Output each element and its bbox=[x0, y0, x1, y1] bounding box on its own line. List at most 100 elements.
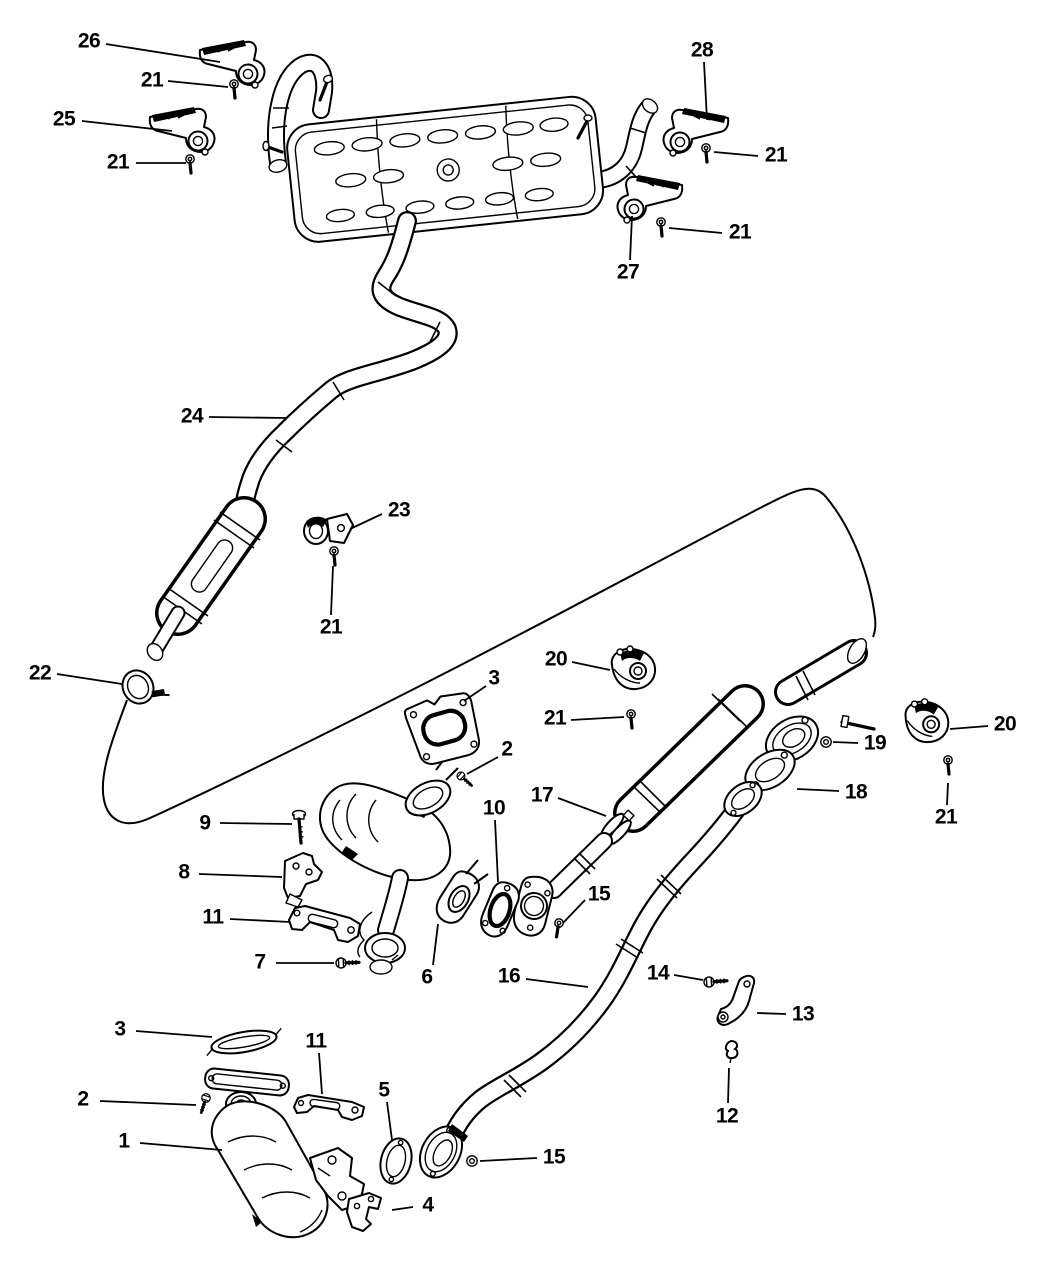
manifold-gasket-3-upper bbox=[403, 692, 481, 765]
callout-leader-21-14 bbox=[570, 716, 625, 721]
callout-leader-8-23 bbox=[198, 873, 283, 878]
exhaust-clamp bbox=[121, 669, 170, 705]
callout-leader-21-18 bbox=[946, 782, 949, 806]
leader-lines-layer bbox=[56, 43, 989, 1211]
callout-leader-27-7 bbox=[629, 215, 633, 261]
callout-leader-13-30 bbox=[756, 1012, 787, 1015]
callout-label-21-1: 21 bbox=[140, 68, 164, 92]
callout-label-21-3: 21 bbox=[106, 150, 130, 174]
callout-leader-21-5 bbox=[713, 151, 759, 157]
callout-label-1-36: 1 bbox=[118, 1129, 130, 1153]
callout-leader-3-13 bbox=[463, 685, 487, 702]
callout-label-19-16: 19 bbox=[863, 731, 887, 755]
hanger-screw-icon bbox=[625, 708, 637, 730]
section-divider-curve bbox=[101, 487, 877, 825]
callout-leader-16-28 bbox=[525, 978, 589, 988]
callout-leader-3-32 bbox=[135, 1030, 213, 1038]
pipe-hanger-bracket bbox=[303, 513, 354, 545]
callout-leader-21-6 bbox=[668, 227, 723, 234]
support-bracket-13 bbox=[716, 974, 756, 1026]
callout-leader-22-11 bbox=[56, 673, 123, 685]
callout-leader-5-35 bbox=[386, 1101, 393, 1141]
muffler-right-tailpipe bbox=[589, 98, 659, 189]
hanger-screw-icon bbox=[942, 754, 954, 776]
mounting-bolt-9 bbox=[291, 809, 307, 845]
manifold-catalytic-converter bbox=[318, 757, 489, 975]
v-band-clamp bbox=[600, 809, 635, 846]
flange-nut-icon bbox=[466, 1155, 478, 1167]
gasket-3-lower bbox=[206, 1027, 282, 1057]
callout-label-16-28: 16 bbox=[497, 964, 521, 988]
callout-label-6-27: 6 bbox=[421, 965, 433, 989]
callout-label-13-30: 13 bbox=[791, 1002, 815, 1026]
callout-leader-14-29 bbox=[673, 974, 704, 981]
callout-leader-15-37 bbox=[479, 1157, 538, 1162]
callout-leader-9-21 bbox=[219, 822, 293, 825]
intermediate-pipe-resonator bbox=[146, 211, 458, 662]
flange-bolt-icon bbox=[454, 769, 476, 790]
callout-label-7-26: 7 bbox=[254, 950, 266, 974]
callout-leader-24-8 bbox=[208, 416, 288, 419]
callout-leader-6-27 bbox=[432, 923, 439, 966]
muffler-body bbox=[286, 95, 605, 243]
callout-label-23-9: 23 bbox=[387, 498, 411, 522]
hanger-screw-icon bbox=[700, 142, 712, 164]
callout-leader-2-34 bbox=[99, 1100, 197, 1106]
front-exhaust-pipe-assembly bbox=[512, 638, 876, 937]
hanger-screw-icon bbox=[328, 545, 340, 567]
flange-stud-nut-icon bbox=[549, 916, 566, 940]
catalytic-converter-1 bbox=[204, 1067, 365, 1239]
extension-pipe-16 bbox=[418, 781, 763, 1179]
callout-label-2-15: 2 bbox=[501, 737, 513, 761]
callout-label-21-5: 21 bbox=[764, 143, 788, 167]
muffler-hanger-pins bbox=[262, 74, 593, 154]
flange-bolt-icon bbox=[195, 1091, 213, 1116]
isolator-hanger-20-left bbox=[610, 645, 657, 691]
hanger-screw-icon bbox=[655, 216, 667, 238]
callout-label-4-38: 4 bbox=[422, 1193, 434, 1217]
callout-leader-18-20 bbox=[796, 788, 840, 792]
callout-leader-11-25 bbox=[229, 918, 291, 923]
callout-label-5-35: 5 bbox=[378, 1078, 390, 1102]
callout-label-21-6: 21 bbox=[728, 220, 752, 244]
callout-leader-4-38 bbox=[391, 1206, 414, 1211]
callout-leader-15-24 bbox=[562, 899, 586, 924]
callout-label-18-20: 18 bbox=[844, 780, 868, 804]
callout-label-9-21: 9 bbox=[199, 811, 211, 835]
pipe-gasket-5 bbox=[379, 1137, 413, 1185]
callout-leader-17-19 bbox=[557, 797, 607, 817]
callout-leader-11-33 bbox=[318, 1052, 323, 1095]
muffler-assembly bbox=[262, 53, 659, 243]
callout-leader-19-16 bbox=[832, 741, 859, 744]
callout-leader-20-17 bbox=[949, 725, 989, 730]
callout-leader-28-4 bbox=[703, 61, 708, 121]
support-brace-11-upper bbox=[288, 905, 361, 943]
callout-label-17-19: 17 bbox=[530, 783, 554, 807]
callout-leader-1-36 bbox=[139, 1142, 223, 1151]
retainer-clip-12 bbox=[724, 1039, 739, 1064]
callout-label-11-25: 11 bbox=[202, 905, 224, 929]
callout-label-25-2: 25 bbox=[52, 107, 76, 131]
callout-label-20-12: 20 bbox=[544, 647, 568, 671]
callout-label-2-34: 2 bbox=[77, 1087, 89, 1111]
callout-label-24-8: 24 bbox=[180, 404, 204, 428]
callout-leader-2-15 bbox=[466, 756, 499, 775]
muffler-hanger-27 bbox=[616, 174, 684, 224]
callout-label-3-13: 3 bbox=[488, 666, 500, 690]
callout-label-21-18: 21 bbox=[934, 805, 958, 829]
callout-leader-21-1 bbox=[167, 80, 229, 88]
support-brace-11-lower bbox=[293, 1094, 365, 1121]
bracket-bolt-icon bbox=[702, 974, 729, 989]
callout-label-21-14: 21 bbox=[543, 706, 567, 730]
callout-leader-10-22 bbox=[494, 819, 499, 883]
callout-leader-25-2 bbox=[81, 120, 173, 132]
muffler-hanger-28 bbox=[662, 107, 730, 157]
callout-label-20-17: 20 bbox=[993, 712, 1017, 736]
callout-leader-26-0 bbox=[105, 43, 221, 63]
callout-leader-21-10 bbox=[330, 565, 334, 616]
callout-label-26-0: 26 bbox=[77, 29, 101, 53]
pipe-gasket-10 bbox=[480, 881, 520, 938]
muffler-left-tailpipe bbox=[267, 53, 334, 173]
